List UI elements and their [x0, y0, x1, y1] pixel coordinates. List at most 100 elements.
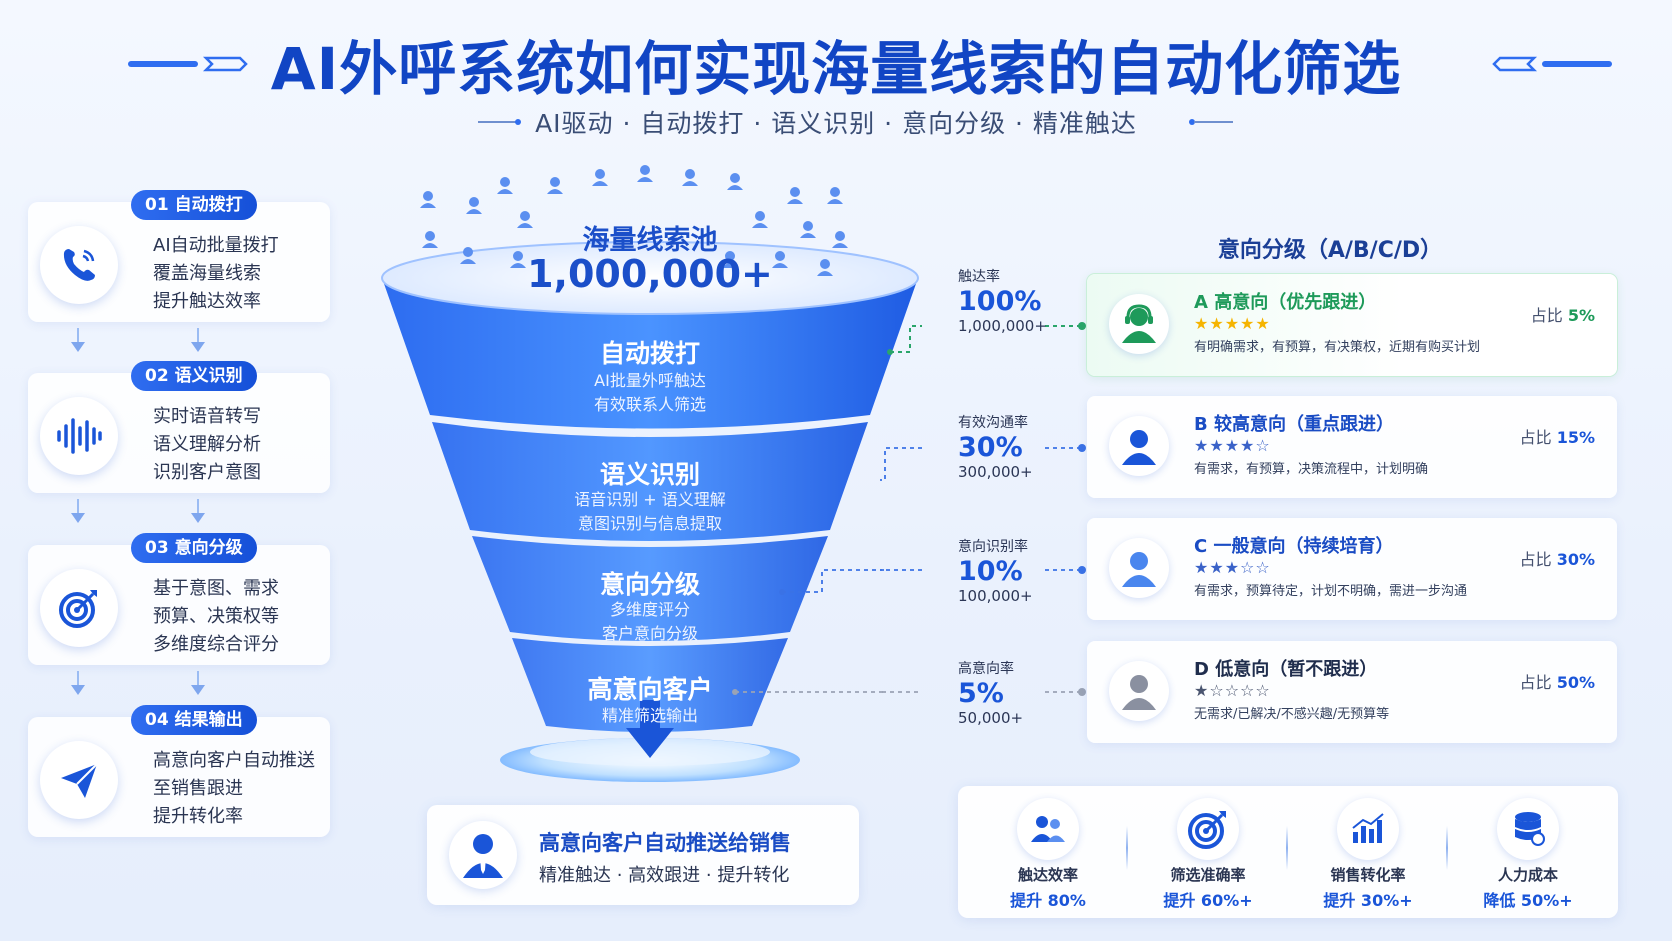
stat-separator — [1126, 826, 1128, 870]
step-line: 提升触达效率 — [153, 291, 261, 312]
grade-ratio-value: 15% — [1556, 428, 1595, 447]
grade-ratio-value: 50% — [1556, 673, 1595, 692]
target-icon — [1177, 798, 1239, 860]
grade-ratio: 占比 15% — [1520, 424, 1595, 448]
grade-description: 有需求，预算待定，计划不明确，需进一步沟通 — [1194, 584, 1468, 599]
stat-label: 销售转化率 — [1330, 866, 1406, 884]
database-icon — [1497, 798, 1559, 860]
funnel-layer-title: 语义识别 — [599, 460, 700, 489]
funnel-metric-connectors — [880, 322, 1086, 696]
grade-name: B 较高意向（重点跟进） — [1194, 414, 1394, 435]
funnel-layer-subtitle: 精准筛选输出 — [500, 704, 800, 728]
funnel-layer-title: 自动拨打 — [599, 339, 700, 368]
grade-description: 无需求/已解决/不感兴趣/无预算等 — [1194, 707, 1390, 722]
grade-ratio: 占比 50% — [1520, 669, 1595, 693]
step-line: 语义理解分析 — [153, 434, 261, 455]
grade-card: D 低意向（暂不跟进）★☆☆☆☆无需求/已解决/不感兴趣/无预算等占比 50% — [1087, 641, 1617, 743]
step-card: 02 语义识别实时语音转写语义理解分析识别客户意图 — [28, 361, 330, 493]
step-line: 至销售跟进 — [153, 778, 243, 799]
metric-value: 10% — [958, 556, 1023, 587]
metric-count: 50,000+ — [958, 709, 1024, 727]
metric-value: 100% — [958, 286, 1042, 317]
step-line: 预算、决策权等 — [153, 606, 279, 627]
stat-label: 触达效率 — [1017, 866, 1078, 884]
stat-separator — [1446, 826, 1448, 870]
customer-avatar-icon — [1109, 294, 1169, 354]
grade-description: 有明确需求，有预算，有决策权，近期有购买计划 — [1194, 340, 1481, 355]
grade-ratio-label: 占比 — [1519, 428, 1552, 447]
target-icon — [40, 569, 118, 647]
lead-pool-title: 海量线索池 — [582, 225, 718, 256]
step-card: 04 结果输出高意向客户自动推送至销售跟进提升转化率 — [28, 705, 330, 837]
step-line: 提升转化率 — [153, 806, 243, 827]
metric-label: 意向识别率 — [958, 539, 1028, 555]
grade-card: C 一般意向（持续培育）★★★☆☆ 有需求，预算待定，计划不明确，需进一步沟通 占比… — [1087, 518, 1617, 620]
step-card: 03 意向分级基于意图、需求预算、决策权等多维度综合评分 — [28, 533, 330, 665]
customer-avatar-icon — [1109, 661, 1169, 721]
salesperson-icon — [449, 821, 517, 889]
step-card: 01 自动拨打 AI自动批量拨打覆盖海量线索提升触达效率 — [28, 190, 330, 322]
stat-value: 提升 30%+ — [1323, 891, 1413, 910]
title-decoration-left — [128, 56, 248, 72]
phone-icon — [40, 226, 118, 304]
title-decoration-right — [1492, 56, 1612, 72]
funnel-layer-title: 高意向客户 — [587, 675, 713, 704]
step-badge: 01 自动拨打 — [131, 190, 257, 220]
stat-value: 提升 80% — [1010, 891, 1086, 910]
push-to-sales-card: 高意向客户自动推送给销售 精准触达 · 高效跟进 · 提升转化 — [427, 805, 859, 905]
funnel-layer-subtitle: AI批量外呼触达有效联系人筛选 — [500, 369, 800, 417]
funnel-layer-line: AI批量外呼触达 — [594, 371, 706, 390]
step-line: 实时语音转写 — [153, 406, 261, 427]
grade-name: D 低意向（暂不跟进） — [1194, 659, 1378, 680]
page-subtitle: AI驱动 · 自动拨打 · 语义识别 · 意向分级 · 精准触达 — [535, 109, 1137, 138]
stat-value: 提升 60%+ — [1163, 891, 1253, 910]
grade-stars: ★★★☆☆ — [1194, 558, 1271, 577]
step-down-arrow — [191, 328, 205, 352]
grade-name: A 高意向（优先跟进） — [1194, 292, 1377, 313]
grading-title: 意向分级（A/B/C/D） — [1217, 238, 1443, 263]
lead-pool-count: 1,000,000+ — [527, 252, 773, 296]
benefit-stats-card: 触达效率提升 80% 筛选准确率提升 60%+ 销售转化率提升 30%+ 人力成本降低… — [958, 786, 1618, 918]
push-title: 高意向客户自动推送给销售 — [539, 831, 791, 855]
step-down-arrow — [71, 328, 85, 352]
stat-separator — [1286, 826, 1288, 870]
grade-ratio-value: 30% — [1556, 550, 1595, 569]
stat-label: 筛选准确率 — [1170, 866, 1246, 884]
metric-label: 触达率 — [958, 269, 1000, 285]
metric-value: 5% — [958, 678, 1004, 709]
stat-label: 人力成本 — [1497, 866, 1558, 884]
customer-avatar-icon — [1109, 416, 1169, 476]
grade-stars: ★★★★☆ — [1194, 436, 1271, 455]
funnel-metric-connectors-lower — [732, 569, 885, 695]
step-line: AI自动批量拨打 — [153, 235, 279, 256]
metric-label: 高意向率 — [958, 661, 1014, 677]
grade-stars: ★★★★★ — [1194, 314, 1271, 333]
funnel-layer-line: 语音识别 + 语义理解 — [574, 490, 726, 509]
grade-name: C 一般意向（持续培育） — [1194, 536, 1394, 557]
step-down-arrow — [71, 671, 85, 695]
subtitle-decoration-right — [1189, 119, 1233, 125]
sound-wave-icon — [40, 397, 118, 475]
grade-description: 有需求，有预算，决策流程中，计划明确 — [1194, 462, 1429, 477]
customer-avatar-icon — [1109, 538, 1169, 598]
funnel-graphic — [381, 241, 919, 782]
step-line: 覆盖海量线索 — [153, 263, 261, 284]
people-icon — [1017, 798, 1079, 860]
metric-count: 100,000+ — [958, 587, 1033, 605]
paper-plane-icon — [40, 741, 118, 819]
funnel-layer-line: 精准筛选输出 — [601, 706, 698, 725]
grade-card: A 高意向（优先跟进）★★★★★ 有明确需求，有预算，有决策权，近期有购买计划 占比… — [1087, 274, 1617, 376]
grade-ratio-label: 占比 — [1530, 306, 1563, 325]
grade-ratio: 占比 30% — [1520, 546, 1595, 570]
benefit-stat: 触达效率提升 80% — [968, 798, 1128, 911]
grade-ratio-label: 占比 — [1519, 673, 1552, 692]
benefit-stat: 人力成本降低 50%+ — [1448, 798, 1608, 911]
step-badge: 04 结果输出 — [131, 705, 257, 735]
bar-chart-icon — [1337, 798, 1399, 860]
step-line: 基于意图、需求 — [153, 578, 279, 599]
step-down-arrow — [191, 671, 205, 695]
funnel-layer-subtitle: 多维度评分客户意向分级 — [500, 598, 800, 646]
